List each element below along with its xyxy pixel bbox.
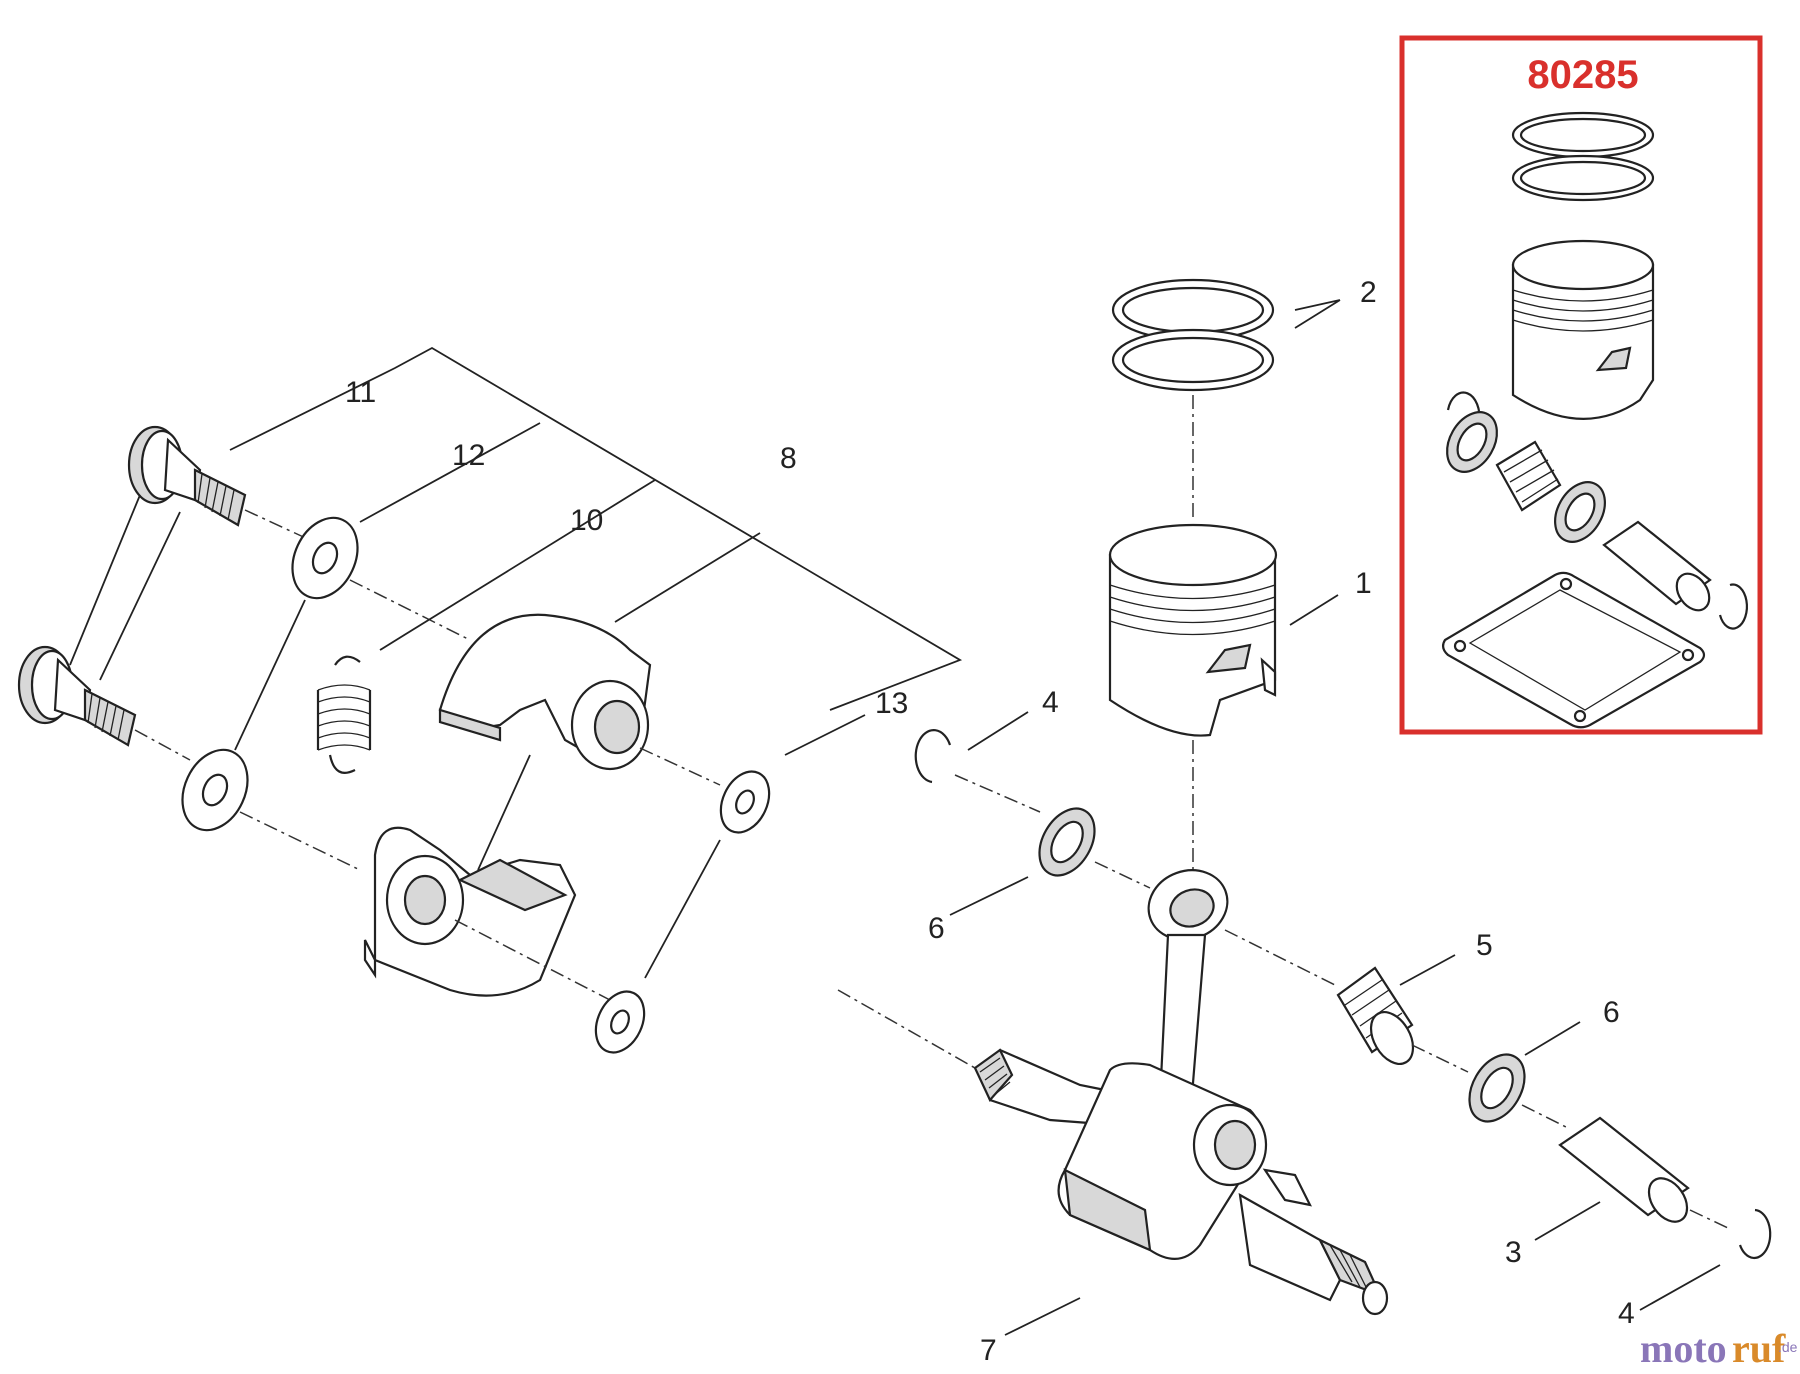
clutch-spring-part bbox=[316, 655, 372, 774]
kit-gasket-icon bbox=[1441, 571, 1706, 729]
shoulder-screw-lower-part bbox=[17, 645, 137, 747]
motoruf-watermark: moto ruf .de bbox=[1640, 1326, 1798, 1371]
circlip-right-part bbox=[1738, 1208, 1772, 1259]
piston-part bbox=[1108, 523, 1278, 737]
clutch-shoe-upper-part bbox=[438, 613, 652, 771]
crankshaft-part bbox=[973, 869, 1389, 1316]
callout-6-right: 6 bbox=[1603, 996, 1620, 1029]
callout-2: 2 bbox=[1360, 276, 1377, 309]
washer-upper-part bbox=[291, 516, 359, 600]
watermark-part-2: ruf bbox=[1732, 1326, 1786, 1371]
piston-kit-box: 80285 bbox=[1399, 35, 1763, 735]
clutch-shoe-lower-part bbox=[363, 826, 577, 997]
kit-piston-pin-icon bbox=[1602, 520, 1712, 612]
callout-4-upper: 4 bbox=[1042, 686, 1059, 719]
callout-13: 13 bbox=[875, 687, 908, 720]
washer-13-lower-part bbox=[594, 990, 646, 1054]
callout-10: 10 bbox=[570, 504, 603, 537]
kit-washer-right-icon bbox=[1554, 481, 1606, 543]
callout-5: 5 bbox=[1476, 929, 1493, 962]
watermark-part-3: .de bbox=[1778, 1339, 1798, 1355]
kit-piston-rings-icon bbox=[1511, 111, 1655, 202]
callout-7: 7 bbox=[980, 1334, 997, 1367]
washer-left-part bbox=[1038, 807, 1096, 877]
kit-circlip-right-icon bbox=[1718, 583, 1749, 630]
kit-border bbox=[1399, 35, 1763, 735]
shoulder-screw-upper-part bbox=[127, 425, 247, 527]
kit-piston-icon bbox=[1511, 239, 1655, 420]
piston-pin-part bbox=[1558, 1116, 1690, 1223]
callout-4-lower: 4 bbox=[1618, 1297, 1635, 1330]
callout-1: 1 bbox=[1355, 567, 1372, 600]
kit-number: 80285 bbox=[1527, 53, 1638, 97]
washer-lower-part bbox=[181, 748, 249, 832]
piston-rings-part bbox=[1111, 278, 1275, 392]
circlip-left-part bbox=[914, 729, 952, 784]
callout-8: 8 bbox=[780, 442, 797, 475]
callout-6-left: 6 bbox=[928, 912, 945, 945]
kit-needle-bearing-icon bbox=[1495, 440, 1562, 512]
callout-11: 11 bbox=[345, 376, 376, 409]
kit-washer-left-icon bbox=[1446, 411, 1498, 473]
washer-13-upper-part bbox=[719, 770, 771, 834]
needle-bearing-part bbox=[1336, 966, 1415, 1065]
callout-12: 12 bbox=[452, 439, 485, 472]
callout-3: 3 bbox=[1505, 1236, 1522, 1269]
washer-right-part bbox=[1468, 1053, 1526, 1123]
watermark-part-1: moto bbox=[1640, 1326, 1727, 1371]
